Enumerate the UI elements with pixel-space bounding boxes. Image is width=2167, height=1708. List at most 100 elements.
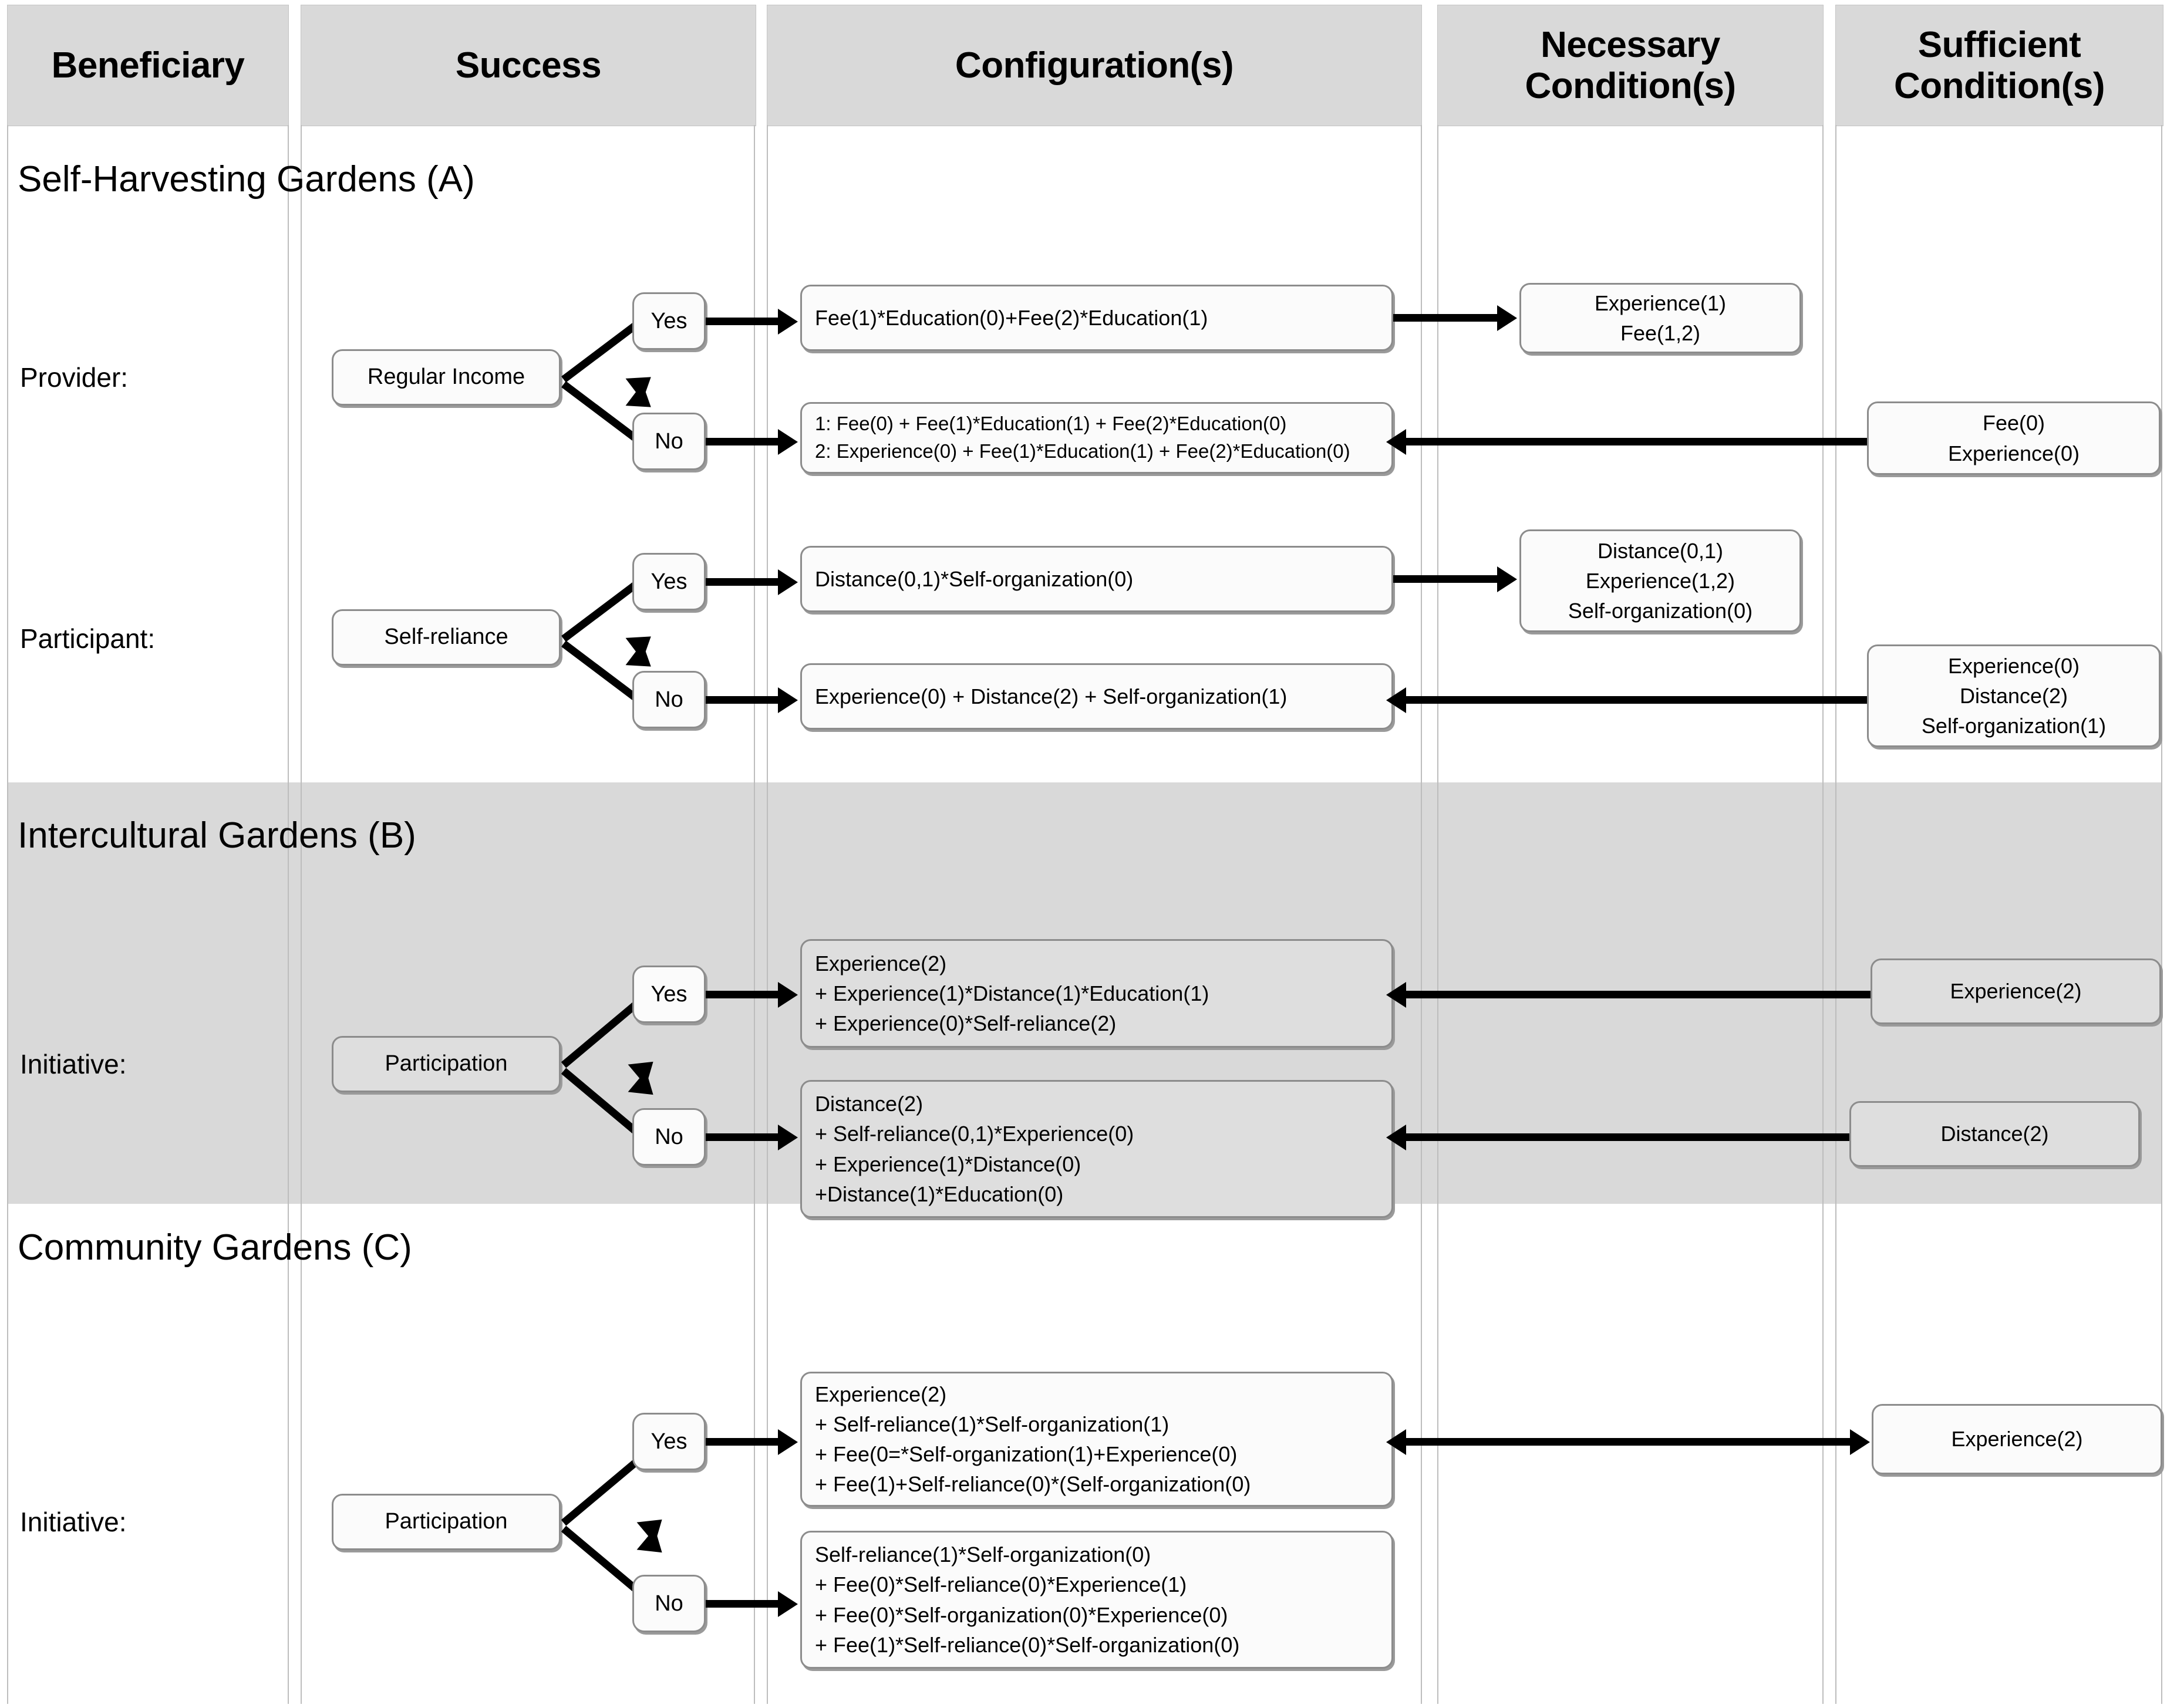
table-left-edge	[7, 125, 8, 1704]
connector-a2-yes-to-necessary	[1393, 575, 1502, 583]
connector-a2-no-to-config	[706, 696, 782, 704]
config-text: 1: Fee(0) + Fee(1)*Education(1) + Fee(2)…	[815, 413, 1350, 462]
decision-pill-label: No	[655, 1124, 683, 1149]
header-cell-sufficient-conditions: Sufficient Condition(s)	[1835, 5, 2163, 126]
header-label-success: Success	[455, 45, 602, 86]
header-label-configurations: Configuration(s)	[955, 45, 1234, 86]
header-label-beneficiary: Beneficiary	[51, 45, 245, 86]
column-divider-4b	[1835, 125, 1836, 1704]
sufficient-text: Experience(2)	[1950, 979, 2082, 1004]
necessary-node-a2-yes[interactable]: Distance(0,1) Experience(1,2) Self-organ…	[1519, 529, 1801, 632]
connector-arrow-left-b-no-sufficient	[1386, 1125, 1406, 1150]
row-label-initiative-c: Initiative:	[20, 1507, 127, 1537]
connector-arrow-c-yes-config	[778, 1429, 798, 1455]
decision-pill-c-no[interactable]: No	[632, 1575, 706, 1632]
column-divider-1b	[301, 125, 302, 1704]
header-cell-configurations: Configuration(s)	[767, 5, 1422, 126]
config-node-a2-yes[interactable]: Distance(0,1)*Self-organization(0)	[800, 546, 1393, 612]
branch-line-a1-no	[561, 381, 643, 445]
config-text: Experience(2) + Self-reliance(1)*Self-or…	[815, 1382, 1251, 1497]
sufficient-text: Distance(2)	[1940, 1122, 2049, 1146]
connector-a2-yes-to-config	[706, 578, 782, 586]
section-title-A: Self-Harvesting Gardens (A)	[18, 159, 475, 200]
config-node-c-no[interactable]: Self-reliance(1)*Self-organization(0) + …	[800, 1531, 1393, 1669]
connector-arrow-left-a1-sufficient	[1386, 429, 1406, 455]
decision-pill-label: No	[655, 687, 683, 712]
connector-arrow-a1-no-config	[778, 429, 798, 455]
row-label-provider: Provider:	[20, 362, 129, 393]
decision-pill-a2-yes[interactable]: Yes	[632, 553, 706, 610]
decision-pill-a1-no[interactable]: No	[632, 413, 706, 470]
config-node-c-yes[interactable]: Experience(2) + Self-reliance(1)*Self-or…	[800, 1372, 1393, 1507]
decision-pill-label: Yes	[651, 308, 687, 333]
section-title-B: Intercultural Gardens (B)	[18, 815, 416, 856]
connector-arrow-c-no-config	[778, 1591, 798, 1617]
connector-arrow-a2-no-config	[778, 687, 798, 713]
column-divider-2a	[754, 125, 755, 1704]
connector-arrow-left-a2-sufficient	[1386, 687, 1406, 713]
connector-arrow-right-c-yes-sufficient	[1850, 1429, 1870, 1455]
success-node-label: Participation	[385, 1051, 508, 1076]
decision-pill-label: Yes	[651, 569, 687, 594]
config-text: Self-reliance(1)*Self-organization(0) + …	[815, 1542, 1240, 1657]
success-node-regular-income[interactable]: Regular Income	[332, 349, 561, 406]
sufficient-node-b-yes[interactable]: Experience(2)	[1871, 958, 2161, 1024]
success-node-label: Regular Income	[367, 364, 525, 390]
branch-line-a2-yes	[561, 578, 643, 642]
decision-pill-label: Yes	[651, 1429, 687, 1454]
decision-pill-a1-yes[interactable]: Yes	[632, 292, 706, 350]
connector-b-yes-sufficient	[1406, 991, 1873, 998]
connector-arrow-b-yes-config	[778, 982, 798, 1008]
necessary-node-a1-yes[interactable]: Experience(1) Fee(1,2)	[1519, 283, 1801, 353]
header-cell-beneficiary: Beneficiary	[7, 5, 289, 126]
connector-c-yes-sufficient	[1406, 1438, 1852, 1446]
config-text: Fee(1)*Education(0)+Fee(2)*Education(1)	[815, 305, 1208, 330]
sufficient-text: Fee(0) Experience(0)	[1947, 411, 2080, 465]
success-node-participation-c[interactable]: Participation	[332, 1494, 561, 1550]
header-cell-necessary-conditions: Necessary Condition(s)	[1437, 5, 1824, 126]
branch-line-a1-yes	[561, 318, 643, 383]
column-divider-3a	[1421, 125, 1422, 1704]
connector-arrow-left-b-yes-sufficient	[1386, 982, 1406, 1008]
connector-arrow-a2-yes-config	[778, 569, 798, 595]
decision-pill-b-yes[interactable]: Yes	[632, 966, 706, 1023]
connector-arrow-left-c-yes-sufficient	[1386, 1429, 1406, 1455]
branch-line-a2-no	[561, 640, 643, 705]
column-divider-3b	[1437, 125, 1438, 1704]
config-node-b-no[interactable]: Distance(2) + Self-reliance(0,1)*Experie…	[800, 1080, 1393, 1218]
success-node-label: Self-reliance	[384, 625, 508, 650]
sufficient-node-a2-no[interactable]: Experience(0) Distance(2) Self-organizat…	[1867, 644, 2161, 747]
connector-b-no-to-config	[706, 1133, 782, 1141]
config-node-a1-no[interactable]: 1: Fee(0) + Fee(1)*Education(1) + Fee(2)…	[800, 402, 1393, 474]
connector-arrow-a1-yes-config	[778, 309, 798, 335]
row-label-participant: Participant:	[20, 623, 156, 654]
connector-b-yes-to-config	[706, 991, 782, 998]
sufficient-node-a1-no[interactable]: Fee(0) Experience(0)	[1867, 401, 2161, 475]
necessary-text: Distance(0,1) Experience(1,2) Self-organ…	[1568, 538, 1753, 623]
sufficient-text: Experience(0) Distance(2) Self-organizat…	[1921, 653, 2107, 738]
config-text: Experience(0) + Distance(2) + Self-organ…	[815, 684, 1288, 708]
success-node-participation-b[interactable]: Participation	[332, 1036, 561, 1092]
sufficient-node-c-yes[interactable]: Experience(2)	[1872, 1404, 2162, 1474]
connector-a1-yes-to-config	[706, 318, 782, 325]
connector-arrow-b-no-config	[778, 1125, 798, 1150]
decision-pill-c-yes[interactable]: Yes	[632, 1413, 706, 1470]
config-text: Distance(0,1)*Self-organization(0)	[815, 566, 1134, 591]
decision-pill-label: No	[655, 428, 683, 454]
sufficient-node-b-no[interactable]: Distance(2)	[1849, 1101, 2140, 1167]
column-divider-4a	[1822, 125, 1824, 1704]
connector-a1-no-sufficient	[1406, 438, 1873, 445]
config-node-b-yes[interactable]: Experience(2) + Experience(1)*Distance(1…	[800, 939, 1393, 1048]
config-node-a1-yes[interactable]: Fee(1)*Education(0)+Fee(2)*Education(1)	[800, 285, 1393, 351]
success-node-self-reliance[interactable]: Self-reliance	[332, 609, 561, 666]
decision-pill-label: Yes	[651, 981, 687, 1007]
sufficient-text: Experience(2)	[1951, 1427, 2083, 1452]
config-node-a2-no[interactable]: Experience(0) + Distance(2) + Self-organ…	[800, 663, 1393, 730]
decision-pill-a2-no[interactable]: No	[632, 671, 706, 728]
header-label-necessary-conditions: Necessary Condition(s)	[1525, 25, 1736, 106]
header-cell-success: Success	[301, 5, 756, 126]
column-divider-2b	[767, 125, 768, 1704]
row-label-initiative-b: Initiative:	[20, 1049, 127, 1079]
decision-pill-b-no[interactable]: No	[632, 1108, 706, 1166]
